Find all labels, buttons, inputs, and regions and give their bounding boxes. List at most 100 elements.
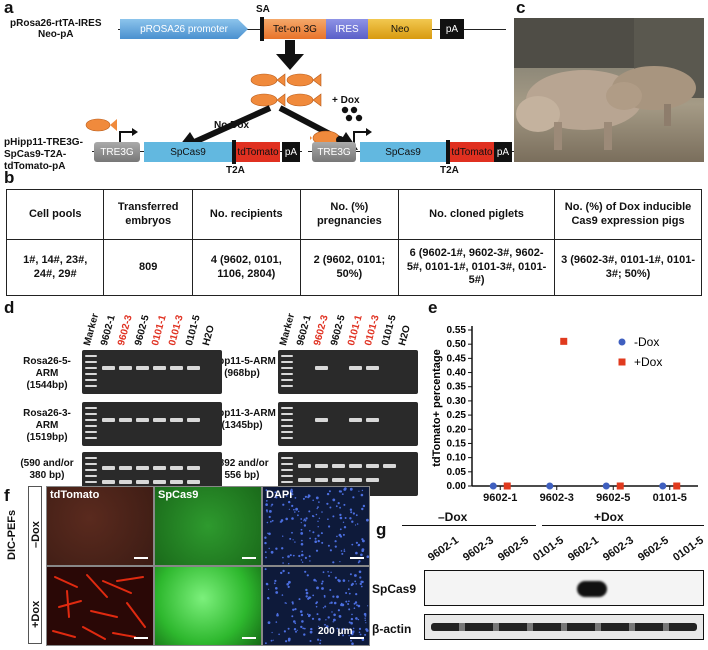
legend-marker: [618, 338, 626, 346]
ladder-band: [281, 469, 293, 471]
inactive-fish-icon: [85, 118, 117, 132]
gel-band: [315, 478, 328, 482]
western-lane-label: 9602-1: [566, 534, 601, 564]
micro-col-dapi: DAPI: [266, 489, 293, 501]
gel-lane-label: 9602-5: [133, 313, 152, 347]
western-group-plus: +Dox: [594, 510, 624, 524]
gel-lane-label: 0101-1: [150, 313, 169, 347]
panel-label-a: a: [4, 0, 14, 17]
western-row-spcas9: SpCas9: [372, 582, 417, 596]
scale-bar-1: [134, 557, 148, 559]
gel-band: [332, 478, 345, 482]
ladder-band: [281, 367, 293, 369]
data-point-dox: [616, 482, 624, 490]
construct-top-name-line2: Neo-pA: [37, 29, 74, 40]
dox-dots-icon: [341, 106, 363, 122]
micro-tdtomato-minus: [46, 486, 154, 566]
ires-box: IRES: [326, 19, 368, 39]
ladder-band: [85, 425, 97, 427]
ladder-band: [85, 437, 97, 439]
gel-band: [187, 480, 200, 484]
gel-band: [366, 418, 379, 422]
cloning-table: Cell pools Transferred embryos No. recip…: [5, 189, 702, 296]
gel-lane-label: 9602-3: [116, 313, 135, 347]
data-point-dox: [503, 482, 511, 490]
rtta-fish-group-icon: [250, 73, 322, 107]
ladder-band: [85, 431, 97, 433]
ladder-band: [281, 481, 293, 483]
y-axis-label: tdTomato+ percentage: [431, 349, 443, 466]
western-lane-label: 0101-5: [671, 534, 706, 564]
ladder-band: [281, 463, 293, 465]
gel-band: [298, 464, 311, 468]
gel-lane-label: 0101-3: [167, 313, 186, 347]
pa-label-left: pA: [284, 146, 298, 158]
micro-col-tdtomato: tdTomato: [50, 489, 100, 501]
promoter-arrow-icon-right: [353, 128, 372, 144]
data-point-dox: [673, 482, 681, 490]
ladder-band: [281, 373, 293, 375]
y-tick-label: 0.05: [447, 467, 467, 478]
western-spcas9-blot: [424, 570, 704, 606]
table-header-cell: No. (%) pregnancies: [299, 189, 400, 240]
construct-top-name: pRosa26-rtTA-IRES Neo-pA: [10, 18, 102, 40]
pa-label-right: pA: [496, 146, 510, 158]
spcas9-box-left: SpCas9: [144, 142, 232, 162]
ladder-band: [85, 469, 97, 471]
tre3g-label-right: TRE3G: [317, 146, 351, 158]
pigs-illustration-icon: [514, 18, 704, 150]
micro-col-spcas9: SpCas9: [158, 489, 199, 501]
gel-left-label-3: (590 and/or 380 bp): [12, 458, 82, 482]
gel-left-label-3-b: 380 bp): [29, 470, 65, 481]
gel-band: [315, 366, 328, 370]
gel-right-label-3-b: 556 bp): [224, 470, 260, 481]
gel-rosa26-3arm: [82, 402, 222, 446]
gel-band: [315, 464, 328, 468]
gel-band: [153, 466, 166, 470]
gel-band: [119, 418, 132, 422]
construct-bottom-name: pHipp11-TRE3G- SpCas9-T2A- tdTomato-pA: [4, 137, 83, 173]
western-lane-label: 0101-5: [531, 534, 566, 564]
table-row: 1#, 14#, 23#, 24#, 29# 809 4 (9602, 0101…: [5, 239, 702, 296]
tdtomato-scatter-chart: 0.000.050.100.150.200.250.300.350.400.45…: [431, 325, 698, 490]
gel-right-label-3-a: (892 and/or: [215, 458, 269, 469]
scale-bar-5: [242, 637, 256, 639]
panel-label-c: c: [516, 0, 526, 17]
micro-row-bracket: [28, 486, 42, 644]
gel-rosa26-5arm: [82, 350, 222, 394]
gel-band: [153, 418, 166, 422]
scale-bar-2: [242, 557, 256, 559]
western-group-line-minus: [402, 525, 536, 526]
gel-band: [102, 418, 115, 422]
western-lane-label: 9602-5: [496, 534, 531, 564]
ladder-band: [85, 475, 97, 477]
ladder-band: [281, 361, 293, 363]
table-cell: 4 (9602, 0101, 1106, 2804): [191, 239, 301, 296]
tre3g-label-left: TRE3G: [100, 146, 134, 158]
actin-bands: [431, 623, 697, 631]
gel-band: [170, 366, 183, 370]
gel-right-label-2-size: (1345bp): [221, 420, 263, 431]
table-header-cell: Transferred embryos: [103, 189, 193, 240]
micro-dapi-minus: [262, 486, 370, 566]
y-tick-label: 0.45: [447, 353, 467, 364]
table-cell: 1#, 14#, 23#, 24#, 29#: [5, 239, 105, 296]
gel-right-label-1-size: (968bp): [224, 368, 260, 379]
gel-right-label-3: (892 and/or 556 bp): [206, 458, 278, 482]
ladder-band: [85, 419, 97, 421]
pa-label-top: pA: [445, 23, 459, 35]
gel-band: [298, 478, 311, 482]
ladder-band: [85, 407, 97, 409]
gel-lane-label: 0101-5: [184, 313, 203, 347]
tdtomato-box-left: tdTomato: [236, 142, 280, 162]
ladder-band: [281, 475, 293, 477]
ladder-band: [85, 373, 97, 375]
data-point-dox: [602, 482, 610, 490]
ladder-band: [85, 379, 97, 381]
gel-band: [136, 418, 149, 422]
tre3g-box-right: TRE3G: [312, 142, 356, 162]
gel-lane-label: 9602-1: [99, 313, 118, 347]
gel-band: [187, 466, 200, 470]
table-cell: 809: [103, 239, 193, 296]
gel-right-label-1-name: Hipp11-5-ARM: [208, 356, 276, 367]
